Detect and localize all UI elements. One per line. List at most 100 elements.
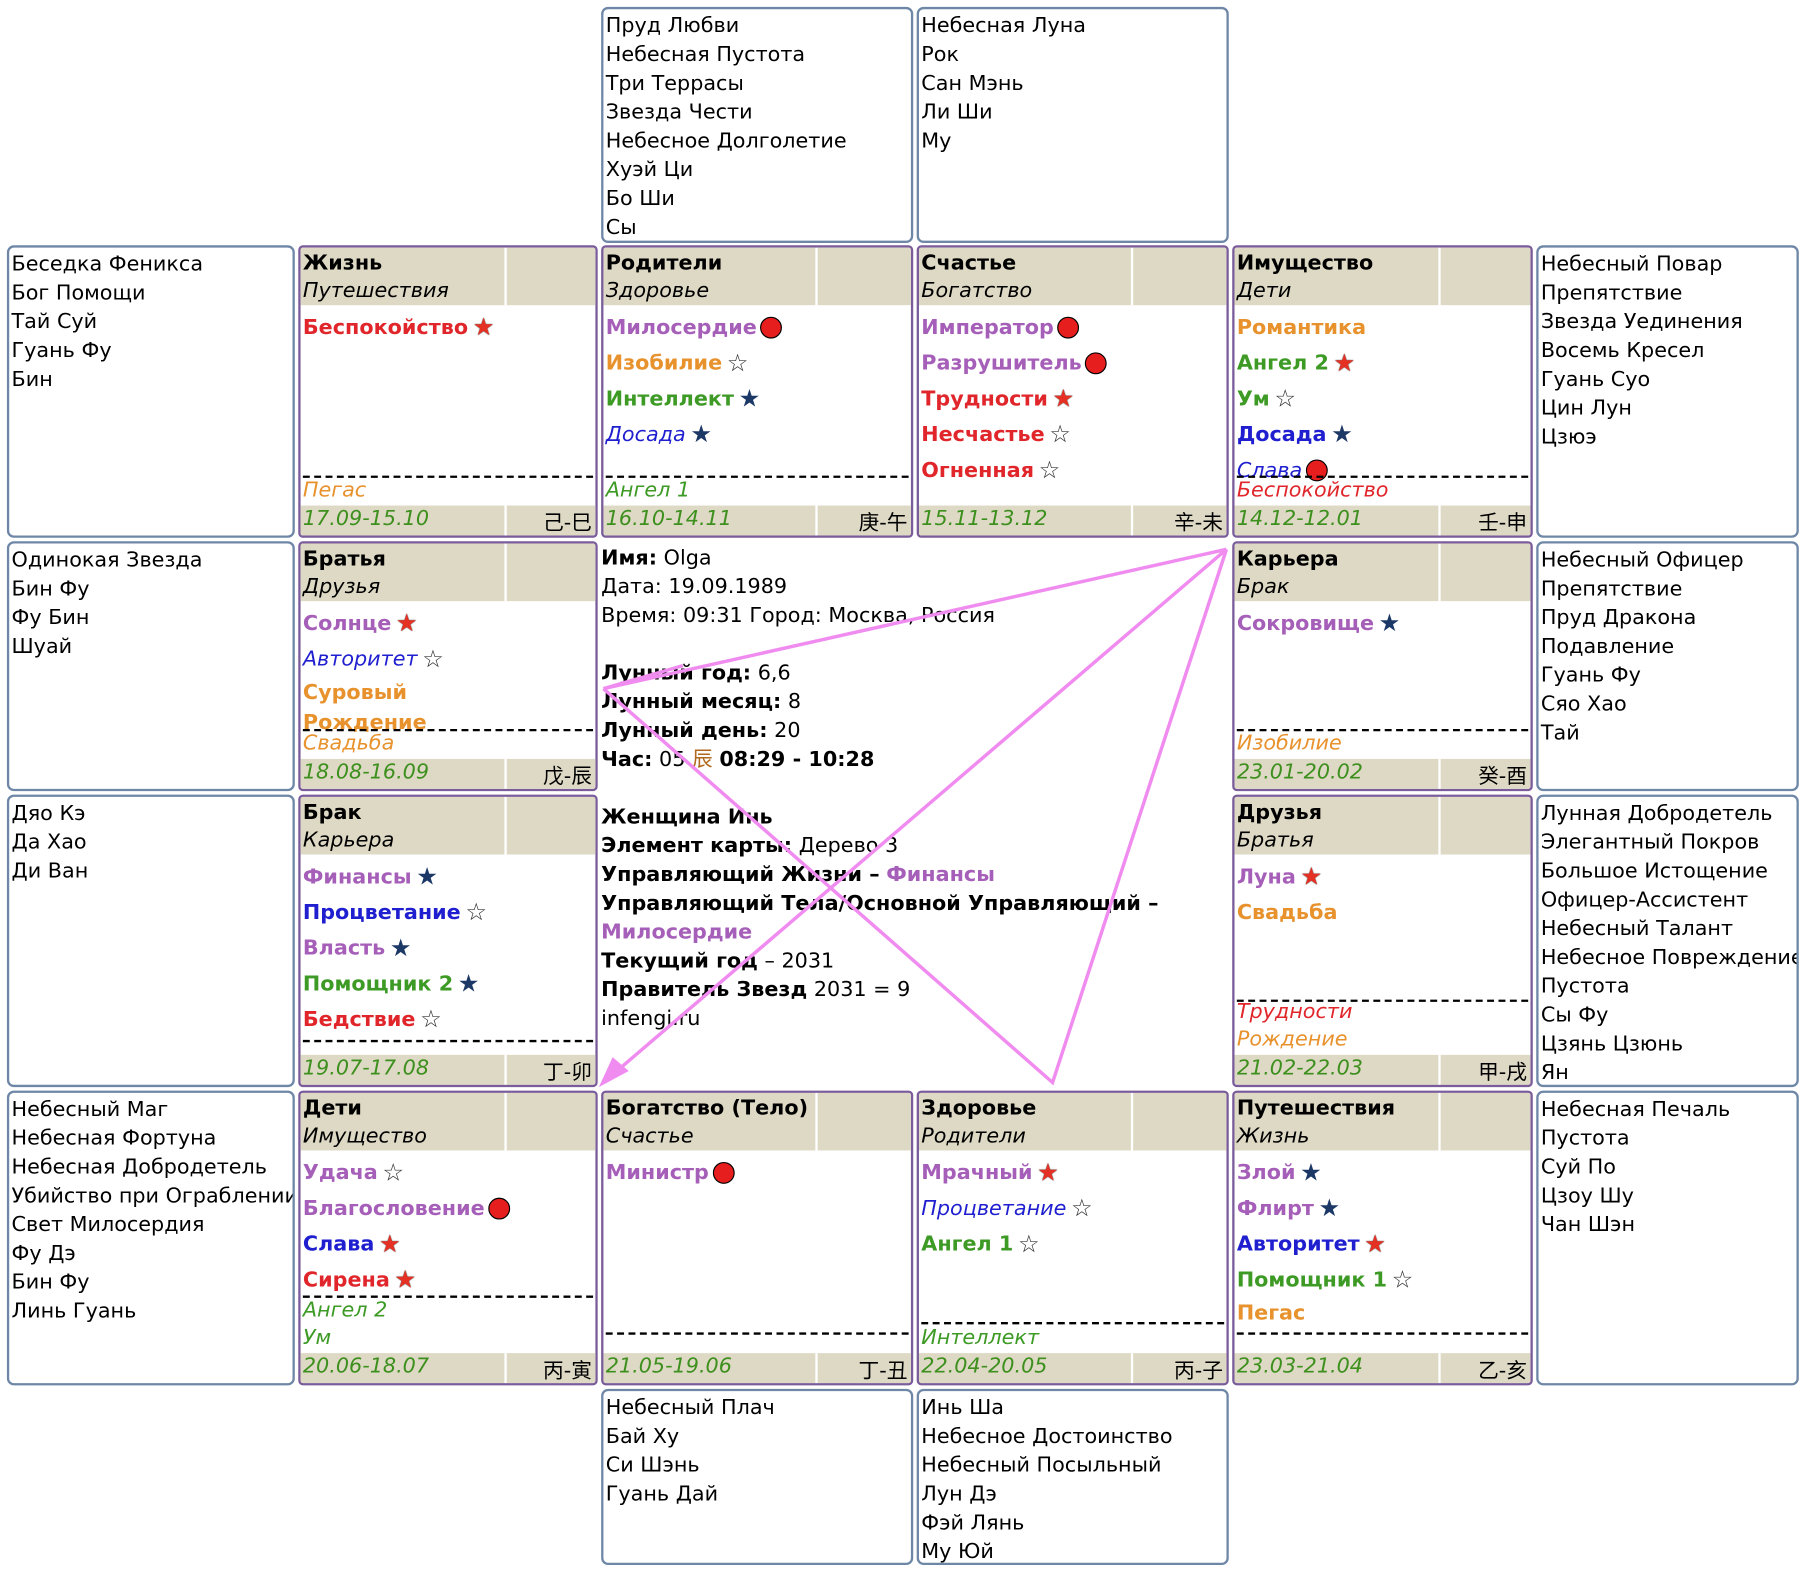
side-star-item: Три Террасы — [605, 71, 744, 96]
palace-name: Карьера — [1236, 547, 1339, 572]
palace-header — [1234, 1092, 1531, 1151]
palace-header — [603, 247, 911, 306]
side-star-item: Тай — [1540, 720, 1580, 746]
star-entry: Власть★ — [303, 930, 593, 966]
navy-star-icon: ★ — [738, 384, 761, 413]
star-entry: Интеллект★ — [606, 381, 909, 417]
side-star-item: Суй По — [1540, 1155, 1616, 1180]
hour-glyph: 辰 — [692, 747, 713, 772]
palace-stars: Министр — [606, 1155, 909, 1191]
hollow-star-icon: ☆ — [382, 1158, 405, 1187]
star-entry: Авторитет☆ — [303, 641, 593, 677]
hollow-star-icon: ☆ — [1038, 456, 1061, 484]
side-star-item: Фу Бин — [11, 605, 90, 630]
star-name: Флирт — [1236, 1196, 1314, 1221]
palace-ganzhi: 戊-辰 — [542, 764, 592, 789]
element-label: Элемент карты: — [601, 833, 793, 858]
hollow-star-icon: ☆ — [726, 348, 749, 377]
side-star-item: Препятствие — [1540, 280, 1683, 306]
hollow-star-icon: ☆ — [1274, 384, 1297, 413]
side-star-item: Сы Фу — [1540, 1003, 1609, 1028]
palace-divider — [302, 728, 594, 732]
side-star-item: Бай Ху — [605, 1424, 680, 1449]
star-entry: Разрушитель — [921, 345, 1224, 381]
palace-divider — [1236, 999, 1529, 1002]
star-name: Бедствие — [302, 1007, 416, 1032]
star-entry: Ум☆ — [1237, 381, 1528, 417]
palace-ganzhi: 庚-午 — [858, 511, 908, 536]
star-name: Слава — [1236, 458, 1303, 483]
side-star-item: Небесное Повреждение — [1540, 945, 1799, 970]
life-ruler-label: Управляющий Жизни – — [601, 862, 880, 887]
palace-ganzhi: 丁-丑 — [858, 1358, 908, 1384]
palace-subname: Карьера — [302, 828, 395, 853]
side-star-item: Шуай — [11, 634, 73, 659]
navy-star-icon: ★ — [690, 420, 713, 448]
palace-note: Ангел 1 — [605, 477, 691, 503]
side-star-item: Му Юй — [921, 1539, 994, 1564]
side-star-item: Небесный Повар — [1540, 252, 1723, 277]
palace-subname: Дети — [1236, 278, 1292, 303]
star-name: Благословение — [302, 1196, 485, 1221]
palace-ganzhi: 甲-戌 — [1478, 1060, 1528, 1085]
time-label: Время: — [601, 603, 677, 628]
star-name: Интеллект — [605, 386, 735, 412]
palace-stars: Беспокойство★ — [303, 310, 593, 346]
palace-note: Ум — [302, 1325, 332, 1350]
red-star-icon: ★ — [395, 609, 418, 637]
side-star-item: Дяо Кэ — [11, 801, 86, 826]
palace-date-range: 15.11-13.12 — [921, 506, 1048, 531]
palace-date-range: 18.08-16.09 — [302, 760, 430, 785]
side-star-item: Инь Ша — [921, 1395, 1005, 1420]
red-star-icon: ★ — [1037, 1158, 1059, 1187]
star-entry: Благословение — [303, 1191, 593, 1227]
palace-subname: Жизнь — [1236, 1123, 1310, 1149]
side-star-item: Восемь Кресел — [1540, 338, 1705, 363]
palace-subname: Богатство — [921, 278, 1033, 303]
palace-ganzhi: 癸-酉 — [1478, 764, 1528, 789]
palace-divider — [1236, 728, 1529, 732]
palace-header — [300, 247, 596, 306]
palace-divider — [605, 475, 909, 478]
side-star-item: Си Шэнь — [605, 1453, 700, 1478]
side-star-item: Небесное Достоинство — [921, 1424, 1173, 1449]
palace-divider — [921, 1322, 1225, 1325]
palace-ganzhi: 壬-申 — [1478, 511, 1528, 536]
lunar-month: 8 — [787, 689, 802, 714]
red-circle-icon — [1085, 352, 1108, 375]
star-name: Солнце — [302, 611, 392, 636]
side-star-item: Ли Ши — [921, 100, 993, 125]
star-entry: Помощник 1☆ — [1237, 1262, 1528, 1298]
side-star-item: Убийство при Ограблении — [11, 1183, 295, 1209]
star-name: Мрачный — [921, 1160, 1033, 1185]
navy-star-icon: ★ — [1378, 609, 1401, 637]
side-star-item: Пруд Любви — [605, 13, 740, 39]
star-entry: Луна★ — [1237, 859, 1528, 895]
side-star-item: Пустота — [1540, 974, 1630, 999]
side-star-item: Гуань Фу — [11, 338, 112, 363]
side-star-item: Тай Суй — [11, 309, 98, 334]
site-link[interactable]: infengi.ru — [601, 1006, 701, 1031]
city-label: Город: — [749, 603, 822, 628]
body-ruler: Милосердие — [601, 920, 753, 945]
date-label: Дата: — [601, 574, 662, 599]
side-star-item: Бин — [11, 367, 53, 392]
palace-note: Трудности — [1236, 999, 1353, 1024]
star-name: Милосердие — [605, 315, 757, 340]
hour-number: 05 — [659, 747, 686, 772]
palace-note: Интеллект — [921, 1325, 1040, 1350]
birth-city: Москва, Россия — [828, 603, 995, 628]
palace-date-range: 17.09-15.10 — [302, 506, 430, 531]
palace-header — [918, 1092, 1227, 1151]
star-name: Разрушитель — [921, 351, 1082, 376]
star-name: Процветание — [302, 900, 461, 925]
star-name: Досада — [605, 422, 686, 447]
